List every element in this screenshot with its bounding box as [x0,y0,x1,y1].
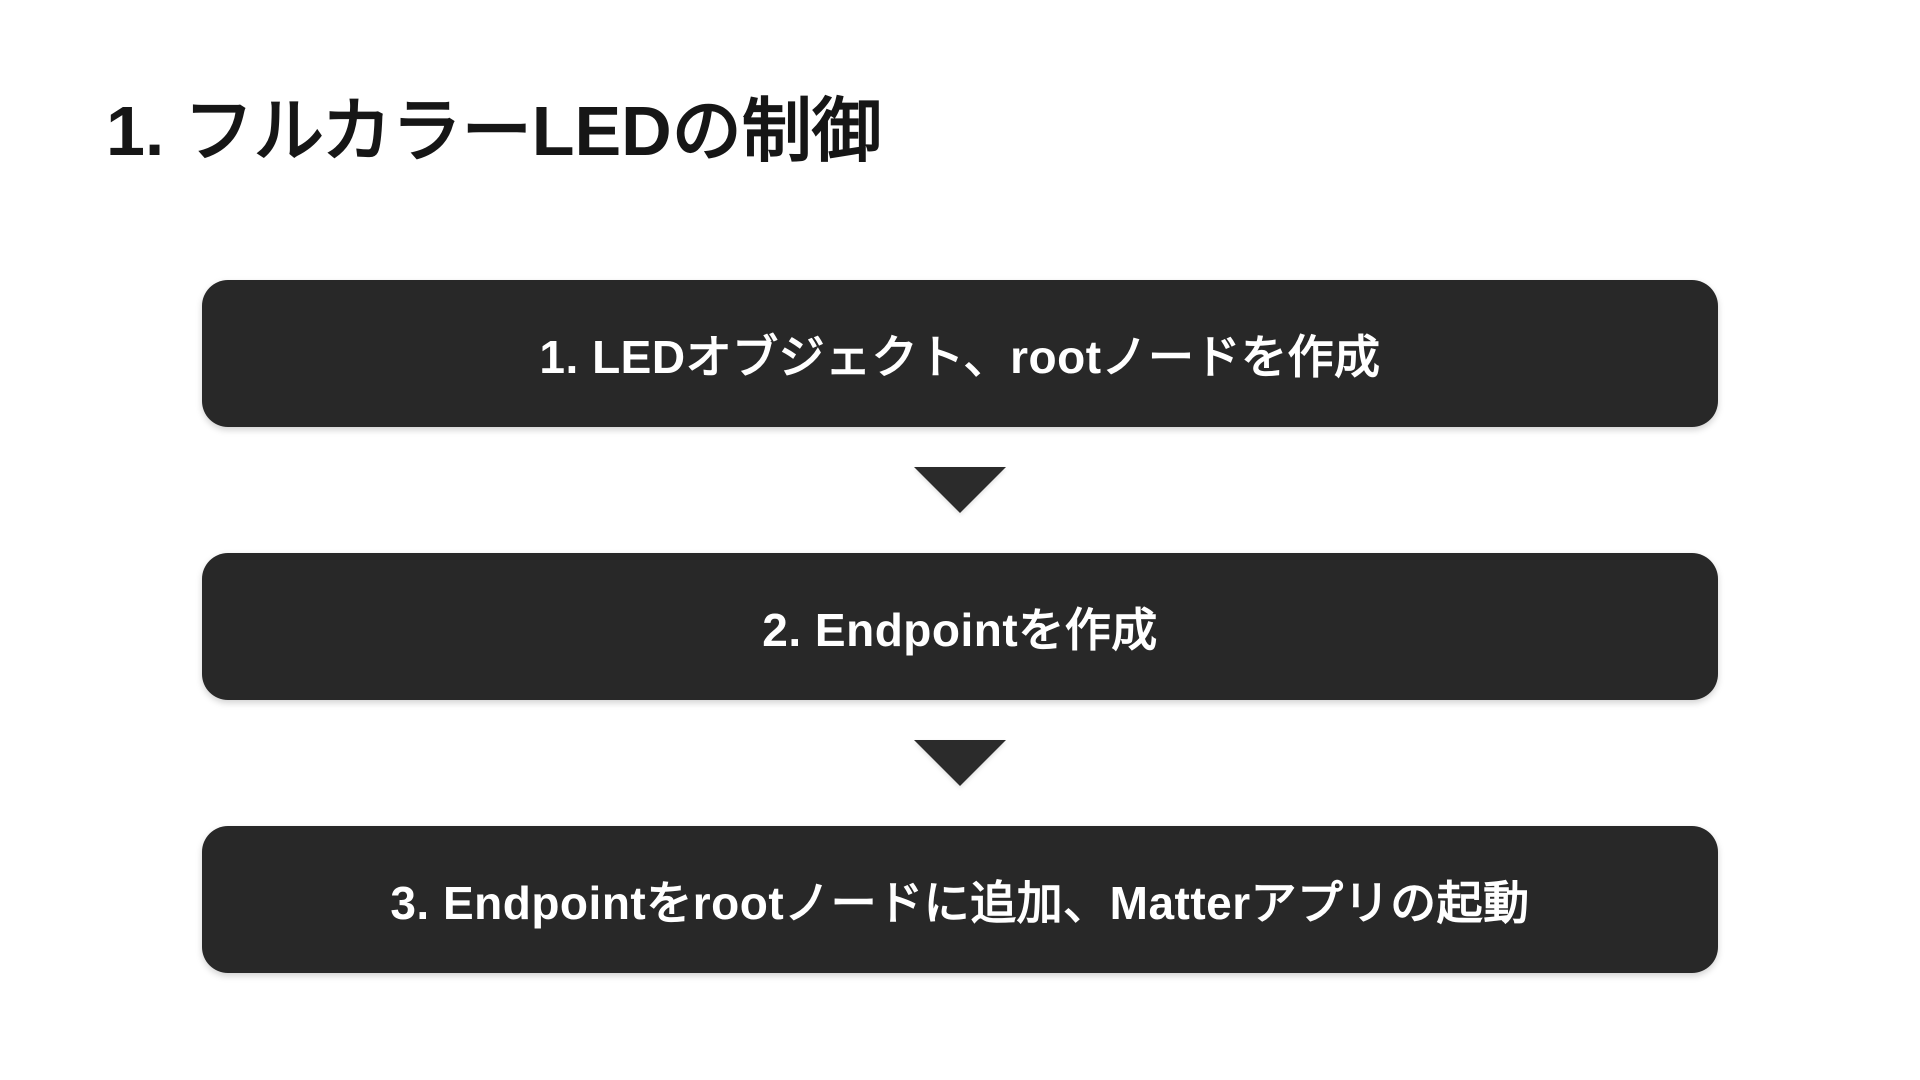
step-3-label: 3. Endpointをrootノードに追加、Matterアプリの起動 [390,876,1530,929]
step-2-label: 2. Endpointを作成 [762,603,1158,656]
page-title: 1. フルカラーLEDの制御 [106,92,882,170]
connector-1 [202,427,1718,553]
down-triangle-icon [914,467,1006,513]
flow-diagram: 1. LEDオブジェクト、rootノードを作成 2. Endpointを作成 3… [202,280,1718,973]
step-1-box: 1. LEDオブジェクト、rootノードを作成 [202,280,1718,427]
connector-2 [202,700,1718,826]
step-3-box: 3. Endpointをrootノードに追加、Matterアプリの起動 [202,826,1718,973]
step-1-label: 1. LEDオブジェクト、rootノードを作成 [539,330,1381,383]
step-2-box: 2. Endpointを作成 [202,553,1718,700]
down-triangle-icon [914,740,1006,786]
